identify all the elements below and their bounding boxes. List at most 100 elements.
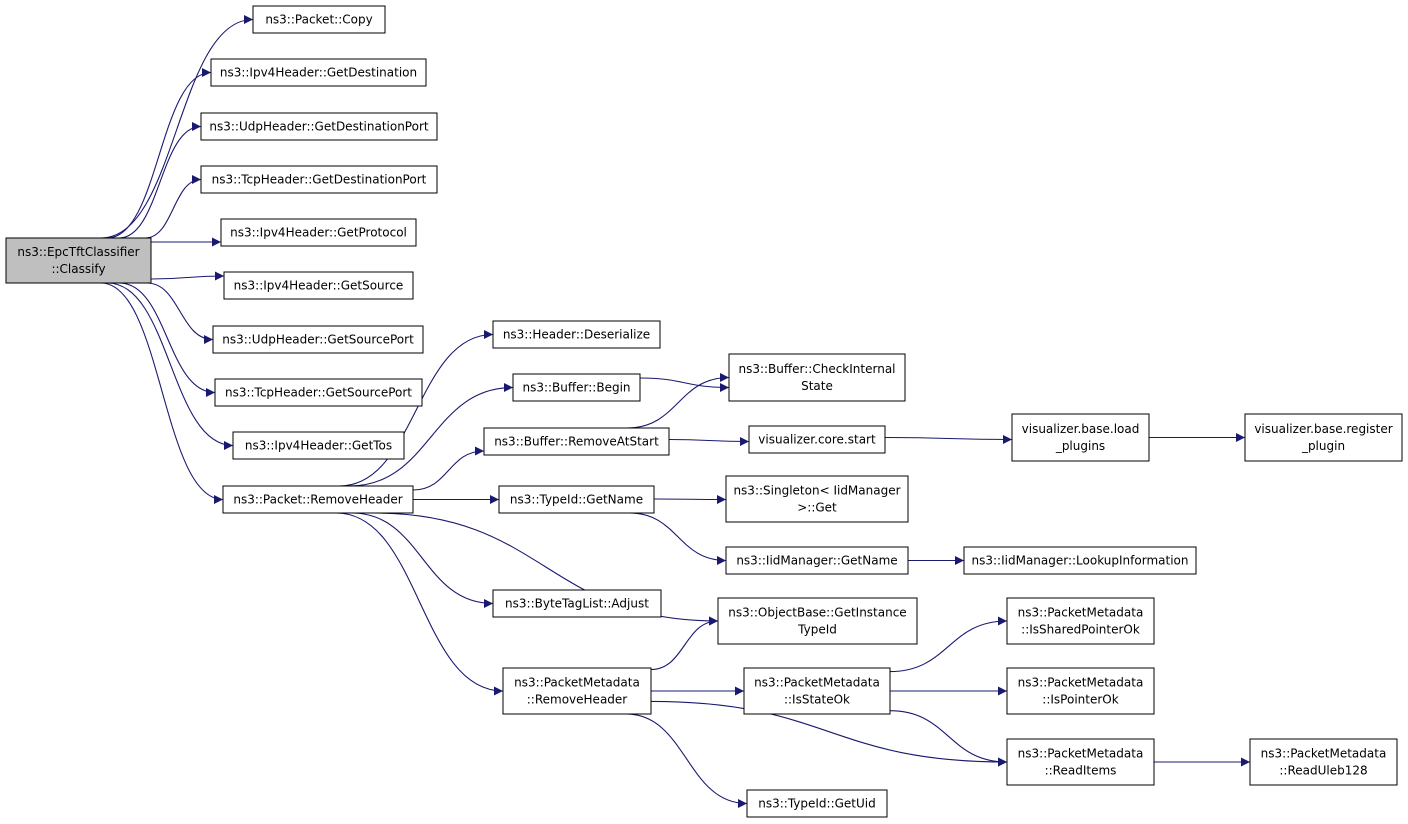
node-label: ::IsPointerOk	[1042, 693, 1118, 707]
node-box	[200, 112, 438, 141]
node-label: ::ReadUleb128	[1279, 764, 1367, 778]
node-label: ns3::UdpHeader::GetSourcePort	[222, 333, 414, 347]
node-label: ns3::Singleton< IidManager	[733, 484, 900, 498]
node-label: ns3::TypeId::GetUid	[758, 797, 876, 811]
node-box	[5, 237, 152, 284]
edge-classify-to-getdest	[107, 68, 212, 239]
node-label: State	[801, 379, 833, 393]
edge-isstateok-to-issharedptrok	[889, 616, 1008, 673]
node-singletonget[interactable]: ns3::Singleton< IidManager>::Get	[725, 475, 909, 523]
node-box	[725, 546, 909, 575]
edge-classify-to-getsrc	[150, 271, 225, 281]
edge-classify-to-tcpdestport	[145, 175, 202, 239]
node-getsrc[interactable]: ns3::Ipv4Header::GetSource	[223, 271, 414, 300]
node-corestart[interactable]: visualizer.core.start	[748, 425, 886, 454]
node-box	[725, 475, 909, 523]
node-box	[1006, 738, 1155, 786]
nodes-layer: ns3::EpcTftClassifier::Classifyns3::Pack…	[5, 5, 1403, 818]
node-getdest[interactable]: ns3::Ipv4Header::GetDestination	[210, 58, 427, 87]
node-label: ns3::TypeId::GetName	[510, 493, 643, 507]
node-box	[214, 378, 423, 407]
node-deserialize[interactable]: ns3::Header::Deserialize	[492, 320, 661, 349]
node-classify[interactable]: ns3::EpcTftClassifier::Classify	[5, 237, 152, 284]
node-box	[252, 5, 386, 34]
node-loadplugins[interactable]: visualizer.base.load _plugins	[1011, 413, 1150, 462]
node-label: ::IsSharedPointerOk	[1021, 623, 1140, 637]
node-box	[232, 431, 405, 460]
node-readitems[interactable]: ns3::PacketMetadata::ReadItems	[1006, 738, 1155, 786]
node-label: _plugins	[1055, 439, 1105, 453]
node-box	[512, 373, 641, 402]
node-box	[963, 546, 1197, 575]
node-getproto[interactable]: ns3::Ipv4Header::GetProtocol	[220, 218, 417, 247]
node-label: ns3::ObjectBase::GetInstance	[728, 606, 906, 620]
node-label: >::Get	[797, 501, 837, 515]
node-box	[210, 58, 427, 87]
node-tcpsrcport[interactable]: ns3::TcpHeader::GetSourcePort	[214, 378, 423, 407]
node-box	[222, 485, 414, 514]
node-box	[223, 271, 414, 300]
node-label: ns3::UdpHeader::GetDestinationPort	[209, 120, 428, 134]
node-removeatstart[interactable]: ns3::Buffer::RemoveAtStart	[483, 427, 670, 456]
node-udpsrcport[interactable]: ns3::UdpHeader::GetSourcePort	[212, 325, 424, 354]
node-label: ns3::Ipv4Header::GetProtocol	[230, 226, 407, 240]
node-gettos[interactable]: ns3::Ipv4Header::GetTos	[232, 431, 405, 460]
edge-classify-to-removeheader	[100, 282, 224, 504]
node-box	[492, 589, 662, 618]
node-box	[1006, 597, 1155, 645]
node-label: ::Classify	[51, 262, 105, 276]
node-pmremoveheader[interactable]: ns3::PacketMetadata::RemoveHeader	[502, 667, 652, 715]
node-typeidname[interactable]: ns3::TypeId::GetName	[498, 485, 655, 514]
node-label: ::IsStateOk	[784, 693, 850, 707]
node-ispointerok[interactable]: ns3::PacketMetadata::IsPointerOk	[1006, 667, 1155, 715]
node-label: ns3::Buffer::Begin	[522, 381, 630, 395]
node-label: ns3::PacketMetadata	[1018, 747, 1144, 761]
node-box	[1249, 738, 1398, 786]
node-box	[1244, 413, 1403, 462]
node-lookupinfo[interactable]: ns3::IidManager::LookupInformation	[963, 546, 1197, 575]
node-iidgetname[interactable]: ns3::IidManager::GetName	[725, 546, 909, 575]
node-box	[717, 597, 918, 645]
node-label: ::ReadItems	[1045, 764, 1117, 778]
node-copy[interactable]: ns3::Packet::Copy	[252, 5, 386, 34]
node-label: ns3::TcpHeader::GetSourcePort	[225, 386, 412, 400]
edge-classify-to-tcpsrcport	[119, 282, 216, 397]
node-label: visualizer.core.start	[758, 433, 876, 447]
node-begin[interactable]: ns3::Buffer::Begin	[512, 373, 641, 402]
edge-removeheader-to-removeatstart	[412, 446, 485, 491]
node-label: ns3::PacketMetadata	[1261, 747, 1387, 761]
node-box	[492, 320, 661, 349]
node-issharedptrok[interactable]: ns3::PacketMetadata::IsSharedPointerOk	[1006, 597, 1155, 645]
node-label: ns3::PacketMetadata	[1018, 606, 1144, 620]
node-box	[498, 485, 655, 514]
node-getuid[interactable]: ns3::TypeId::GetUid	[746, 789, 888, 818]
edge-removeheader-to-adjust	[351, 512, 494, 608]
node-box	[220, 218, 417, 247]
node-isstateok[interactable]: ns3::PacketMetadata::IsStateOk	[743, 667, 891, 715]
node-udpdestport[interactable]: ns3::UdpHeader::GetDestinationPort	[200, 112, 438, 141]
node-adjust[interactable]: ns3::ByteTagList::Adjust	[492, 589, 662, 618]
edge-removeheader-to-begin	[349, 383, 514, 487]
edge-pmremoveheader-to-getuid	[626, 713, 748, 808]
node-label: ns3::Ipv4Header::GetDestination	[220, 66, 417, 80]
node-box	[200, 165, 438, 194]
node-registerplugin[interactable]: visualizer.base.register _plugin	[1244, 413, 1403, 462]
node-label: ns3::Packet::RemoveHeader	[233, 493, 402, 507]
edge-removeheader-to-deserialize	[339, 330, 494, 487]
node-label: ns3::Packet::Copy	[265, 13, 372, 27]
node-label: _plugin	[1301, 439, 1345, 453]
node-box	[483, 427, 670, 456]
node-readuleb128[interactable]: ns3::PacketMetadata::ReadUleb128	[1249, 738, 1398, 786]
edge-typeidname-to-singletonget	[653, 494, 727, 504]
node-label: ns3::TcpHeader::GetDestinationPort	[212, 173, 427, 187]
edge-classify-to-gettos	[107, 282, 234, 450]
node-removeheader[interactable]: ns3::Packet::RemoveHeader	[222, 485, 414, 514]
node-tcpdestport[interactable]: ns3::TcpHeader::GetDestinationPort	[200, 165, 438, 194]
node-label: ns3::PacketMetadata	[1018, 676, 1144, 690]
node-box	[212, 325, 424, 354]
node-label: visualizer.base.register	[1254, 422, 1392, 436]
node-label: visualizer.base.load	[1022, 422, 1140, 436]
